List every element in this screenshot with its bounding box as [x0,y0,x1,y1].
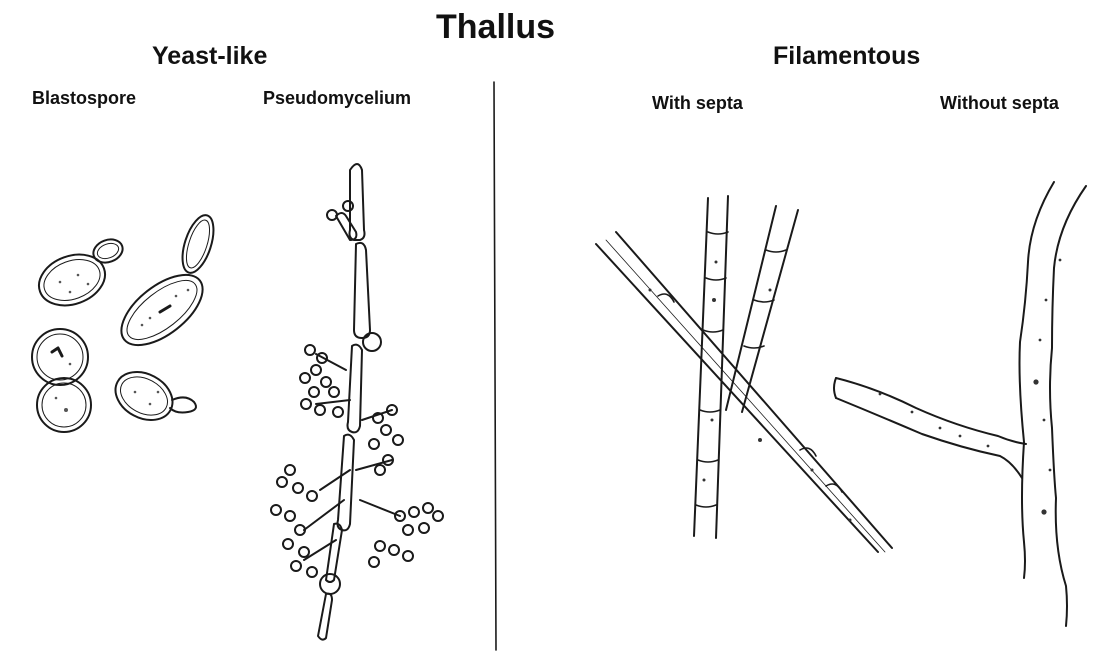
budding-cell-2 [109,211,219,358]
aseptate-hyphae-illustration [834,182,1086,626]
pseudomycelium-illustration [271,164,443,640]
budding-cell-4 [107,362,196,429]
septate-hyphae-illustration [596,196,892,552]
blastoconidia-clusters [271,345,443,577]
divider-line [494,82,496,650]
budding-cell-3 [32,329,91,432]
blastospore-illustration [32,211,220,432]
